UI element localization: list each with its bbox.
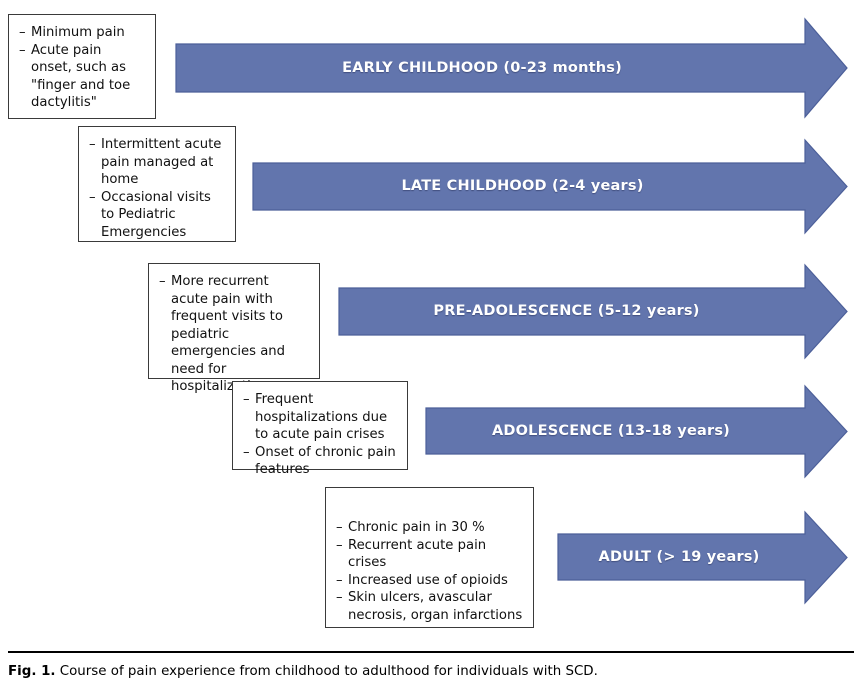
note-box-adult: – Chronic pain in 30 % – Recurrent acute…: [325, 487, 534, 628]
note-list: – More recurrent acute pain with frequen…: [159, 273, 309, 396]
dash-bullet: –: [89, 137, 96, 152]
note-text: More recurrent acute pain with frequent …: [171, 274, 286, 394]
arrow-early-childhood: EARLY CHILDHOOD (0-23 months): [175, 17, 848, 119]
figure-number: Fig. 1.: [8, 664, 56, 679]
caption-divider: [8, 651, 854, 653]
note-item: – Chronic pain in 30 %: [336, 519, 523, 537]
note-text: Skin ulcers, avascular necrosis, organ i…: [348, 590, 523, 623]
dash-bullet: –: [19, 42, 26, 58]
dash-bullet: –: [336, 520, 343, 535]
note-item: – Skin ulcers, avascular necrosis, organ…: [336, 589, 523, 624]
figure-caption-text: Course of pain experience from childhood…: [59, 664, 598, 679]
arrow-adolescence: ADOLESCENCE (13-18 years): [425, 384, 848, 479]
arrow-pre-adolescence: PRE-ADOLESCENCE (5-12 years): [338, 263, 848, 360]
note-item: – Minimum pain: [19, 24, 145, 42]
figure-caption: Fig. 1. Course of pain experience from c…: [8, 663, 598, 681]
arrow-late-childhood: LATE CHILDHOOD (2-4 years): [252, 138, 848, 235]
dash-bullet: –: [243, 444, 250, 460]
note-item: – More recurrent acute pain with frequen…: [159, 273, 309, 396]
note-item: – Frequent hospitalizations due to acute…: [243, 391, 397, 444]
note-box-adolescence: – Frequent hospitalizations due to acute…: [232, 381, 408, 477]
note-box-early-childhood: – Minimum pain – Acute pain onset, such …: [8, 14, 156, 119]
note-item: – Occasional visits to Pediatric Emergen…: [89, 189, 225, 242]
arrow-shape-icon: [557, 510, 848, 605]
arrow-adult: ADULT (> 19 years): [557, 510, 848, 605]
note-text: Frequent hospitalizations due to acute p…: [255, 392, 388, 442]
note-text: Occasional visits to Pediatric Emergenci…: [101, 189, 211, 240]
arrow-shape-icon: [425, 384, 848, 479]
note-text: Chronic pain in 30 %: [348, 520, 485, 535]
note-item: – Acute pain onset, such as "finger and …: [19, 42, 145, 112]
note-text: Increased use of opioids: [348, 572, 508, 588]
note-text: Onset of chronic pain features: [255, 444, 396, 478]
dash-bullet: –: [243, 392, 250, 407]
arrow-shape-icon: [175, 17, 848, 119]
note-item: – Recurrent acute pain crises: [336, 537, 523, 572]
diagram-canvas: – Minimum pain – Acute pain onset, such …: [8, 14, 848, 628]
note-list: – Minimum pain – Acute pain onset, such …: [19, 24, 145, 112]
note-list: – Intermittent acute pain managed at hom…: [89, 136, 225, 241]
note-item: – Increased use of opioids: [336, 572, 523, 590]
dash-bullet: –: [19, 25, 26, 40]
note-item: – Onset of chronic pain features: [243, 444, 397, 479]
note-item: – Intermittent acute pain managed at hom…: [89, 136, 225, 189]
note-text: Recurrent acute pain crises: [348, 537, 487, 571]
note-list: – Frequent hospitalizations due to acute…: [243, 391, 397, 479]
dash-bullet: –: [336, 590, 343, 605]
arrow-shape-icon: [252, 138, 848, 235]
note-box-late-childhood: – Intermittent acute pain managed at hom…: [78, 126, 236, 242]
note-text: Acute pain onset, such as "finger and to…: [31, 42, 131, 111]
dash-bullet: –: [336, 537, 343, 553]
dash-bullet: –: [159, 274, 166, 289]
note-text: Minimum pain: [31, 25, 125, 40]
dash-bullet: –: [89, 189, 96, 205]
note-list: – Chronic pain in 30 % – Recurrent acute…: [336, 519, 523, 624]
note-box-pre-adolescence: – More recurrent acute pain with frequen…: [148, 263, 320, 394]
arrow-shape-icon: [338, 263, 848, 360]
note-text: Intermittent acute pain managed at home: [101, 137, 222, 187]
dash-bullet: –: [336, 572, 343, 588]
